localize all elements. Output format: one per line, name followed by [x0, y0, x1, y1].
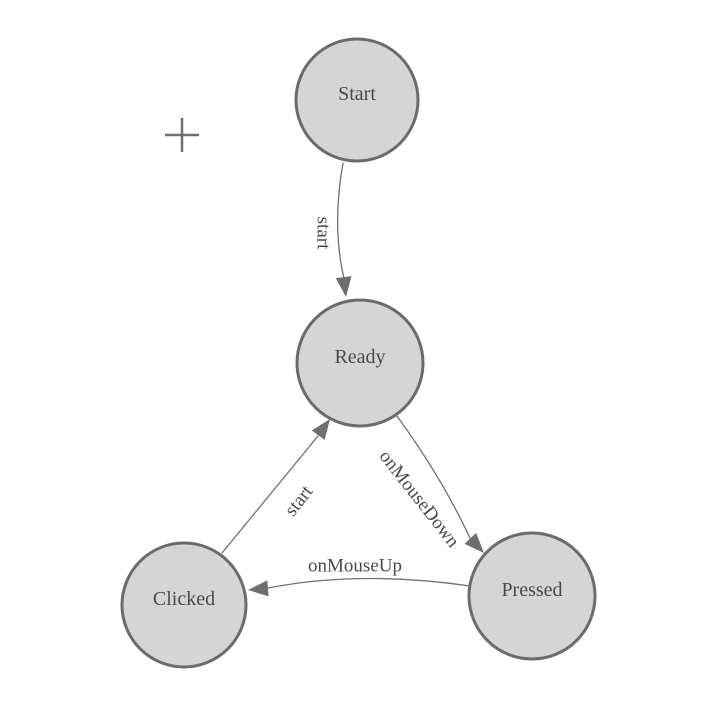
- state-circle[interactable]: [294, 37, 420, 163]
- arrowhead-icon: [248, 580, 269, 597]
- arrowhead-icon: [311, 419, 330, 440]
- transition-line[interactable]: [396, 415, 471, 539]
- transition-label: start: [313, 217, 334, 250]
- plus-icon: [165, 118, 199, 152]
- state-circle[interactable]: [295, 298, 425, 428]
- transition-line[interactable]: [221, 435, 319, 554]
- state-node-start[interactable]: Start: [294, 37, 420, 163]
- state-node-pressed[interactable]: Pressed: [467, 531, 597, 661]
- arrowhead-icon: [335, 276, 352, 297]
- transition-clicked-to-ready[interactable]: start: [221, 419, 330, 554]
- state-label: Clicked: [153, 588, 215, 610]
- canvas-origin-marker: [165, 118, 199, 152]
- state-node-clicked[interactable]: Clicked: [120, 541, 248, 669]
- state-label: Start: [338, 83, 376, 105]
- state-circle[interactable]: [467, 531, 597, 661]
- state-label: Pressed: [501, 579, 562, 601]
- state-circle[interactable]: [120, 541, 248, 669]
- state-label: Ready: [334, 346, 385, 368]
- transition-line[interactable]: [267, 577, 471, 589]
- arrowhead-icon: [464, 532, 484, 553]
- transition-label: start: [281, 481, 318, 520]
- transition-pressed-to-clicked[interactable]: onMouseUp: [248, 556, 471, 597]
- state-node-ready[interactable]: Ready: [295, 298, 425, 428]
- transition-start-to-ready[interactable]: start: [313, 162, 352, 297]
- transition-line[interactable]: [337, 162, 345, 278]
- transition-label: onMouseUp: [308, 556, 402, 577]
- transition-ready-to-pressed[interactable]: onMouseDown: [375, 415, 484, 553]
